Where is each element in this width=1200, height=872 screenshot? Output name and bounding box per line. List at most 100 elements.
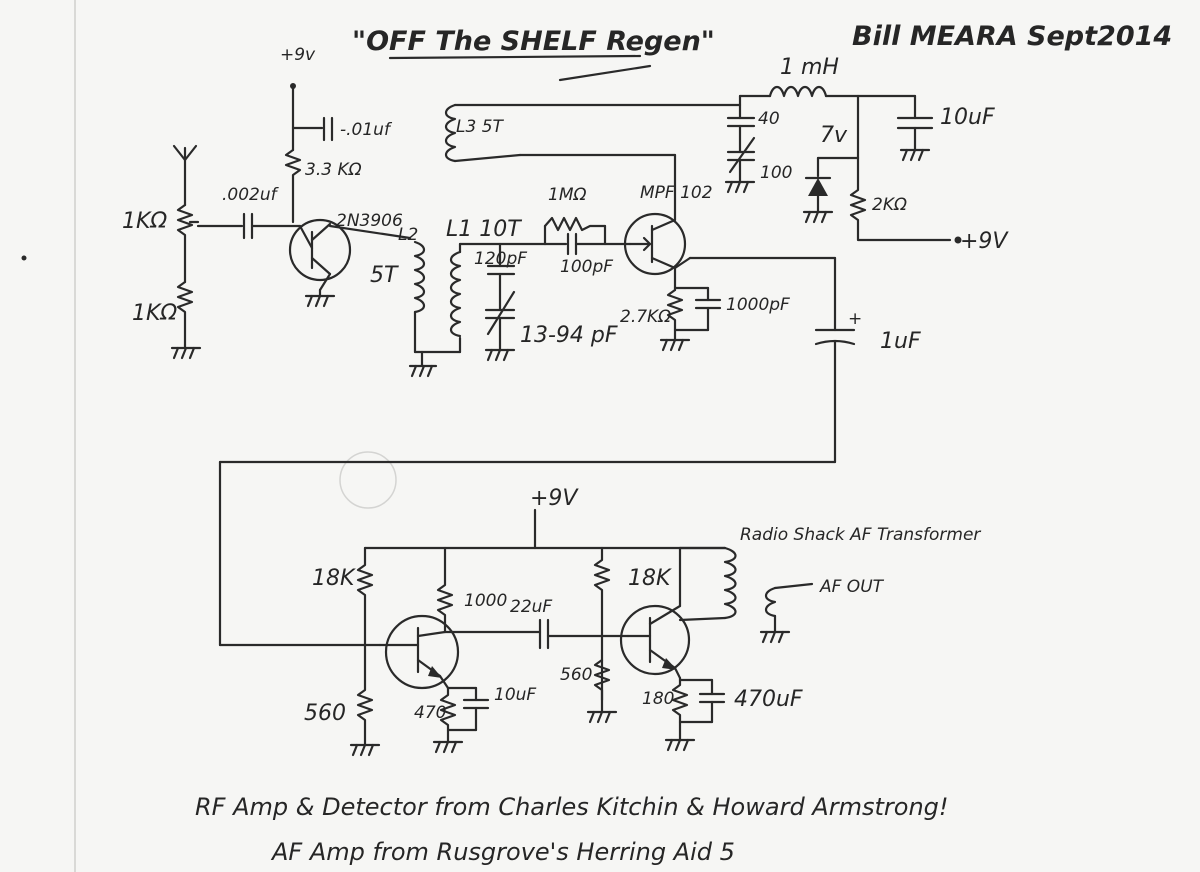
ground-icon <box>434 740 442 754</box>
vcc-top-label: +9v <box>280 45 316 65</box>
resistor-1k <box>176 280 194 347</box>
ground-icon <box>351 743 359 757</box>
transistor-lead <box>416 630 447 638</box>
ground-icon <box>812 210 820 224</box>
ground-icon <box>742 180 750 194</box>
potentiometer-1k <box>176 203 194 284</box>
res-470-label: 470 <box>414 703 446 723</box>
res-27k-label: 2.7KΩ <box>620 307 671 327</box>
ground-icon <box>769 630 777 644</box>
res-180-label: 180 <box>642 689 674 709</box>
wire <box>438 674 450 690</box>
ground-icon <box>418 364 426 378</box>
ground-icon <box>306 294 314 308</box>
ground-icon <box>674 738 682 752</box>
ground-icon <box>777 630 785 644</box>
cap-10uf-af-label: 10uF <box>494 685 536 705</box>
margin-mark <box>21 255 27 261</box>
ground-icon <box>314 294 322 308</box>
resistor-18k-right <box>593 546 611 702</box>
wire <box>453 153 522 163</box>
cap-100pf-label: 100pF <box>560 257 613 277</box>
resistor-1m <box>543 216 607 232</box>
fet-source <box>650 256 677 270</box>
fet-drain <box>650 218 677 232</box>
ground-icon <box>359 743 367 757</box>
ground-icon <box>901 148 909 162</box>
ground-icon <box>502 348 510 362</box>
ground-icon <box>426 364 434 378</box>
varcap-arrow <box>728 136 756 174</box>
resistor-2k <box>849 156 952 242</box>
author-date: Bill MEARA Sept2014 <box>852 21 1172 52</box>
transistor-2n3906 <box>288 218 352 282</box>
ground-icon <box>909 148 917 162</box>
res-33k-label: 3.3 KΩ <box>305 160 362 180</box>
res-18k-right-label: 18K <box>628 566 672 591</box>
zener-label: 7v <box>820 123 848 148</box>
l3-label: L3 5T <box>456 117 505 137</box>
ground-icon <box>604 710 612 724</box>
vcc-right-label: +9V <box>960 229 1009 254</box>
page-title: "OFF The SHELF Regen" <box>352 26 715 57</box>
paper-punch-mark <box>339 451 397 509</box>
transistor-rf-label: 2N3906 <box>336 211 403 231</box>
l2-label: L2 <box>398 225 418 245</box>
ground-icon <box>682 738 690 752</box>
title-underline-2 <box>558 64 652 82</box>
coil-l2 <box>413 240 426 314</box>
ground-icon <box>450 740 458 754</box>
trim-cap-top-label: 40 <box>758 109 780 129</box>
antenna-icon <box>172 144 198 162</box>
cap-470uf-label: 470uF <box>734 687 803 712</box>
ground-icon <box>486 348 494 362</box>
wire <box>318 272 332 292</box>
ground-icon <box>172 346 180 360</box>
cap-01uf-label: -.01uf <box>340 120 393 140</box>
wire <box>673 256 692 270</box>
ground-icon <box>669 338 677 352</box>
resistor-180 <box>671 676 689 742</box>
ground-icon <box>180 346 188 360</box>
transistor-lead <box>648 604 682 626</box>
resistor-560-mid <box>593 658 611 714</box>
cap-1uf-label: 1uF <box>880 329 921 354</box>
ground-icon <box>804 210 812 224</box>
var-cap-label: 13-94 pF <box>520 323 618 348</box>
fet-arrow <box>642 236 652 252</box>
cap-002uf-label: .002uf <box>222 185 280 205</box>
ground-icon <box>726 180 734 194</box>
transistor-lead <box>310 222 332 242</box>
ground-icon <box>677 338 685 352</box>
trim-cap-bot-label: 100 <box>760 163 792 183</box>
transformer-label: Radio Shack AF Transformer <box>740 525 981 545</box>
ground-icon <box>442 740 450 754</box>
ground-icon <box>917 148 925 162</box>
transistor-lead <box>310 256 332 276</box>
ground-icon <box>367 743 375 757</box>
cap-1000pf-label: 1000pF <box>726 295 790 315</box>
ground-icon <box>761 630 769 644</box>
ground-icon <box>661 338 669 352</box>
ground-icon <box>588 710 596 724</box>
transistor-arrow <box>662 658 677 670</box>
coil-l1 <box>449 250 462 338</box>
ground-icon <box>596 710 604 724</box>
varcap-arrow <box>486 290 516 336</box>
ground-icon <box>410 364 418 378</box>
af-out-label: AF OUT <box>819 577 885 597</box>
ground-icon <box>494 348 502 362</box>
choke-label: 1 mH <box>780 55 839 80</box>
res-560-mid-label: 560 <box>560 665 592 685</box>
resistor-18k-left <box>356 546 374 647</box>
res-1k-label: 1KΩ <box>132 301 177 326</box>
pot-1k-label: 1KΩ <box>122 209 167 234</box>
resistor-560-left <box>356 643 374 747</box>
ground-icon <box>188 346 196 360</box>
resistor-3k3 <box>284 148 302 224</box>
resistor-2k7 <box>666 288 684 342</box>
resistor-1000 <box>436 546 454 634</box>
transistor-arrow <box>428 666 442 678</box>
